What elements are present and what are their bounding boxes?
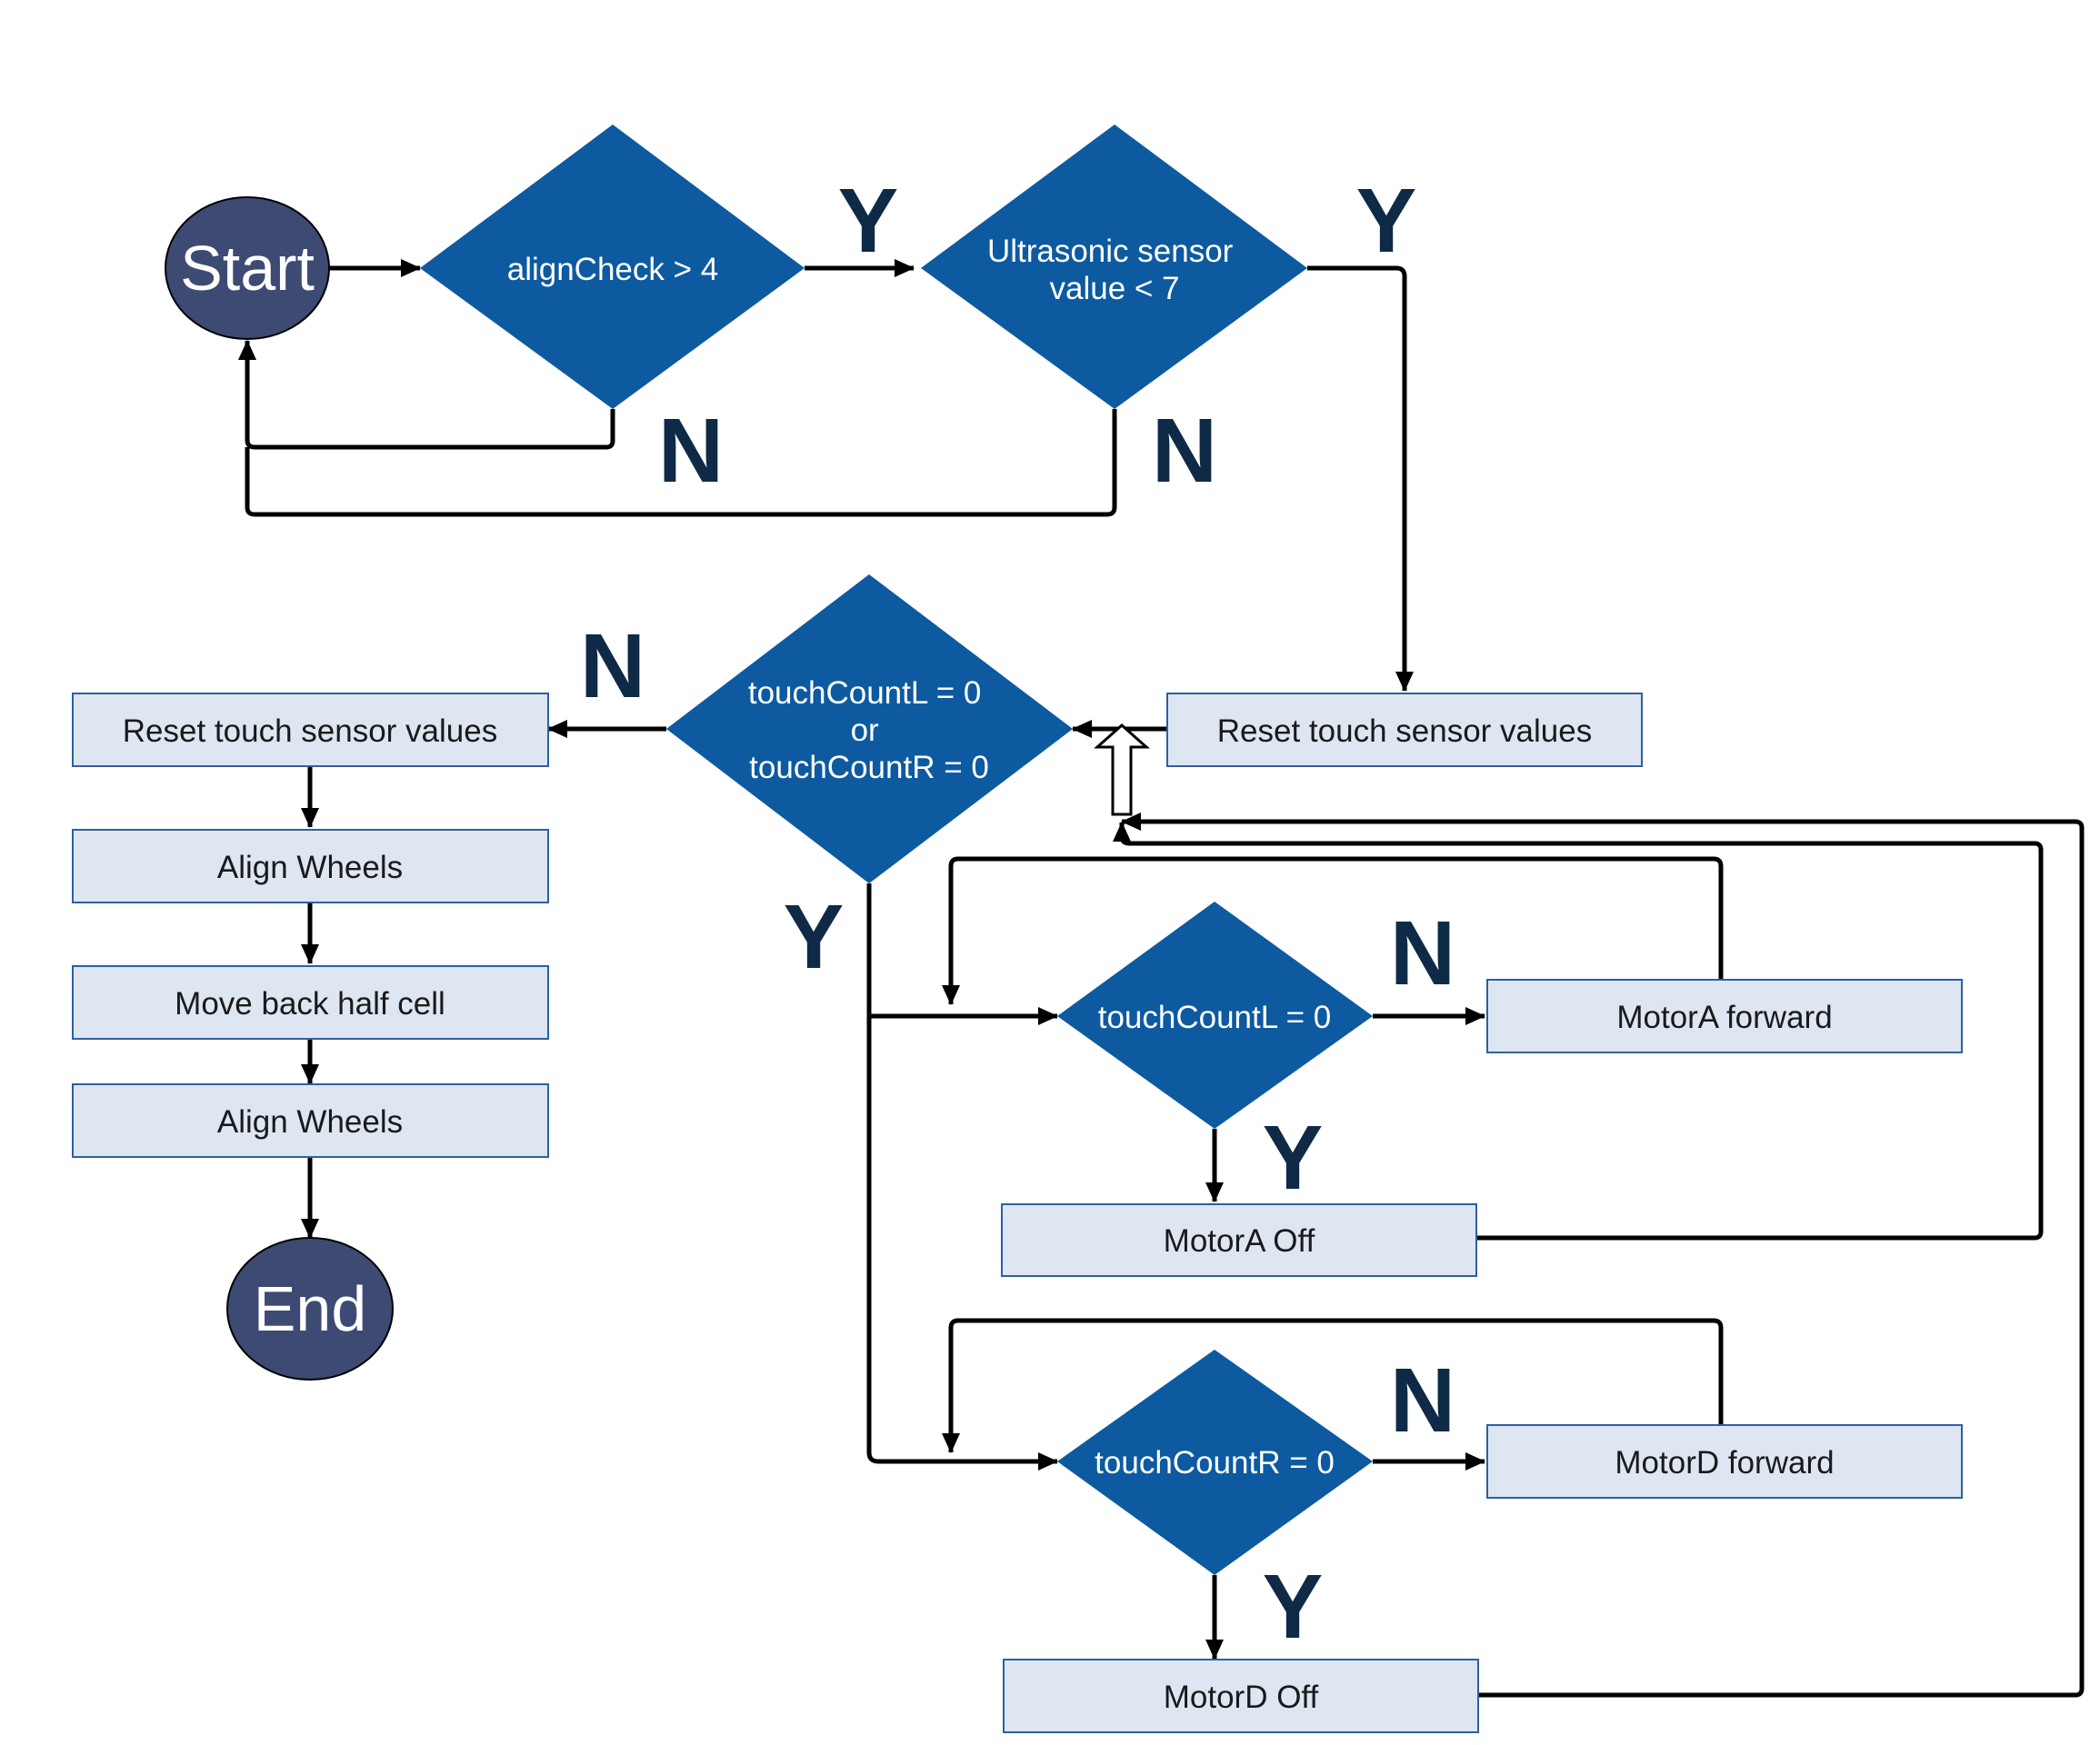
edge-ultrasonic-yes (1307, 265, 1414, 692)
branch-label-touch-no: N (580, 615, 645, 717)
edges (238, 259, 2085, 1698)
branch-label-ultra-yes: Y (1356, 170, 1417, 272)
decision-touch-count: touchCountL = 0 or touchCountR = 0 (666, 574, 1073, 883)
process-align-wheels-2-label: Align Wheels (217, 1104, 403, 1140)
decision-ultrasonic-text: Ultrasonic sensor value < 7 (987, 234, 1242, 306)
decision-ultrasonic-line: value < 7 (1049, 271, 1179, 306)
branch-label-touch-yes: Y (784, 886, 845, 988)
branch-label-ultra-no: N (1152, 400, 1217, 502)
decision-align-check-text: alignCheck > 4 (507, 252, 719, 287)
process-reset-left: Reset touch sensor values (72, 693, 549, 767)
branch-label-align-yes: Y (838, 170, 899, 272)
process-motor-d-forward-label: MotorD forward (1615, 1445, 1834, 1481)
decision-touch-right: touchCountR = 0 (1057, 1350, 1373, 1575)
terminal-end-label: End (254, 1273, 367, 1344)
decision-touch-left-text: touchCountL = 0 (1098, 1000, 1332, 1035)
edge-motord-off-return (1121, 813, 2085, 1698)
merge-hollow-arrow (1094, 723, 1150, 816)
process-motor-a-forward-label: MotorA forward (1616, 1000, 1832, 1035)
process-move-back: Move back half cell (72, 965, 549, 1040)
process-motor-a-forward-box (1486, 979, 1963, 1053)
process-align-wheels-2: Align Wheels (72, 1083, 549, 1158)
edge-motora-forward-loop (942, 856, 1724, 1005)
process-motor-d-forward: MotorD forward (1486, 1424, 1963, 1499)
decision-align-check: alignCheck > 4 (420, 125, 805, 409)
process-reset-right: Reset touch sensor values (1166, 693, 1643, 767)
decision-touch-right-shape (1057, 1350, 1373, 1575)
decision-align-check-line: alignCheck > 4 (507, 252, 719, 287)
decision-touch-left: touchCountL = 0 (1057, 902, 1373, 1129)
process-motor-d-off-box (1003, 1659, 1479, 1733)
edge-motora-off-return (1113, 822, 2044, 1241)
process-motor-a-off: MotorA Off (1001, 1203, 1477, 1277)
decision-touch-right-line: touchCountR = 0 (1095, 1445, 1335, 1481)
branch-label-align-no: N (658, 400, 724, 502)
decision-touch-left-shape (1057, 902, 1373, 1129)
branch-label-left-yes: Y (1263, 1107, 1324, 1209)
decision-touch-count-text: touchCountL = 0 or touchCountR = 0 (748, 675, 990, 785)
process-motor-d-off-label: MotorD Off (1164, 1680, 1319, 1715)
terminal-start-label: Start (180, 233, 315, 304)
process-reset-right-label: Reset touch sensor values (1217, 713, 1592, 749)
terminal-start: Start (165, 196, 330, 340)
process-reset-right-box (1166, 693, 1643, 767)
decision-ultrasonic-line: Ultrasonic sensor (987, 234, 1234, 269)
process-align-wheels-1-label: Align Wheels (217, 850, 403, 885)
process-reset-left-box (72, 693, 549, 767)
process-move-back-label: Move back half cell (175, 986, 445, 1022)
process-move-back-box (72, 965, 549, 1040)
branch-labels: Y N Y N N Y N Y N Y (580, 170, 1455, 1658)
edge-ultrasonic-no (245, 409, 1117, 517)
terminal-end: End (226, 1237, 394, 1381)
process-align-wheels-1: Align Wheels (72, 829, 549, 903)
decision-touch-count-shape (666, 574, 1073, 883)
decision-touch-count-line: touchCountR = 0 (749, 750, 989, 785)
branch-label-right-yes: Y (1263, 1556, 1324, 1658)
decision-touch-right-text: touchCountR = 0 (1095, 1445, 1335, 1481)
branch-label-left-no: N (1390, 902, 1455, 1004)
process-align-wheels-2-box (72, 1083, 549, 1158)
decision-ultrasonic-shape (921, 125, 1307, 409)
terminal-start-shape (165, 196, 330, 340)
branch-label-right-no: N (1390, 1350, 1455, 1451)
edge-aligncheck-no (238, 340, 615, 450)
process-motor-d-forward-box (1486, 1424, 1963, 1499)
edge-touch-yes-trunk (866, 883, 879, 1464)
terminal-end-shape (226, 1237, 394, 1381)
decision-touch-count-line: or (851, 713, 879, 748)
process-reset-left-label: Reset touch sensor values (123, 713, 497, 749)
process-motor-d-off: MotorD Off (1003, 1659, 1479, 1733)
decision-touch-left-line: touchCountL = 0 (1098, 1000, 1332, 1035)
decision-ultrasonic: Ultrasonic sensor value < 7 (921, 125, 1307, 409)
process-align-wheels-1-box (72, 829, 549, 903)
edge-motord-forward-loop (942, 1318, 1724, 1453)
process-motor-a-off-label: MotorA Off (1164, 1223, 1315, 1259)
process-motor-a-forward: MotorA forward (1486, 979, 1963, 1053)
process-motor-a-off-box (1001, 1203, 1477, 1277)
decision-align-check-shape (420, 125, 805, 409)
decision-touch-count-line: touchCountL = 0 (748, 675, 982, 711)
